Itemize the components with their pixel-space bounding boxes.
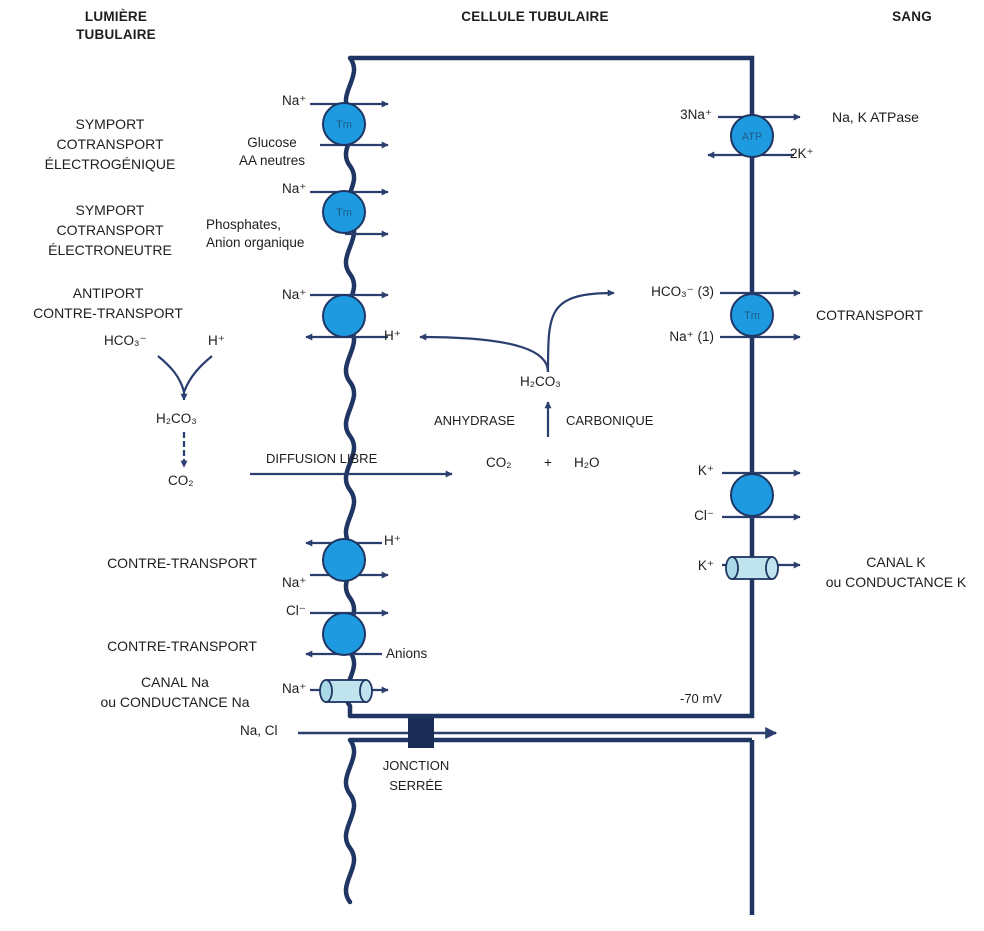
ion-na-3: Na⁺ [282, 286, 306, 304]
arrow-h2co3-to-h [420, 337, 548, 372]
ion-hco3-blood: HCO₃⁻ (3) [614, 283, 714, 301]
label-canal-na: CANAL Na ou CONDUCTANCE Na [70, 672, 280, 712]
chem-h2co3-lumen: H₂CO₃ [156, 410, 197, 428]
transporter-antiport [323, 295, 365, 337]
voltage-label: -70 mV [680, 690, 722, 708]
chem-plus: + [544, 454, 552, 472]
chem-hco3-lumen: HCO₃⁻ [104, 332, 147, 350]
tm-label-1: Tm [336, 119, 352, 131]
ion-na-2: Na⁺ [282, 180, 306, 198]
header-blood: SANG [872, 8, 952, 26]
ion-h-ct: H⁺ [384, 532, 401, 550]
label-canal-k: CANAL K ou CONDUCTANCE K [810, 552, 982, 592]
chem-h2o: H₂O [574, 454, 600, 472]
arrow-hco3-h-merge [158, 356, 212, 400]
label-tight-junction: JONCTION SERRÉE [354, 756, 478, 796]
ion-2k: 2K⁺ [790, 145, 814, 163]
chem-h-lumen: H⁺ [208, 332, 225, 350]
arrow-h2co3-to-hco3 [548, 293, 614, 372]
label-diffusion: DIFFUSION LIBRE [266, 450, 377, 468]
channel-na [320, 680, 372, 702]
label-antiport: ANTIPORT CONTRE-TRANSPORT [4, 283, 212, 323]
ion-cl-ct: Cl⁻ [286, 602, 306, 620]
header-lumen: LUMIÈRE TUBULAIRE [64, 8, 168, 44]
chem-co2-cell: CO₂ [486, 454, 512, 472]
chem-h2co3-cell: H₂CO₃ [520, 373, 561, 391]
chem-anhydrase-left: ANHYDRASE [434, 412, 515, 430]
ion-na-ct: Na⁺ [282, 574, 306, 592]
label-symport-electrogenic: SYMPORT COTRANSPORT ÉLECTROGÉNIQUE [20, 114, 200, 174]
atp-label: ATP [742, 131, 763, 143]
ion-3na: 3Na⁺ [652, 106, 712, 124]
ion-nacl-paracell: Na, Cl [240, 722, 278, 740]
ion-glucose: Glucose AA neutres [220, 134, 324, 170]
transporter-contre-transport-1 [323, 539, 365, 581]
header-cell: CELLULE TUBULAIRE [450, 8, 620, 26]
ion-k-kcc: K⁺ [670, 462, 714, 480]
label-pump: Na, K ATPase [832, 108, 919, 126]
transporter-kcl [731, 474, 773, 516]
apical-membrane-lower [346, 740, 354, 902]
ion-na-channel: Na⁺ [282, 680, 306, 698]
ion-k-channel: K⁺ [670, 557, 714, 575]
tight-junction [408, 718, 434, 748]
label-contre-transport-2: CONTRE-TRANSPORT [78, 636, 286, 656]
transporter-contre-transport-2 [323, 613, 365, 655]
chem-co2-lumen: CO₂ [168, 472, 194, 490]
label-symport-electroneutral: SYMPORT COTRANSPORT ÉLECTRONEUTRE [20, 200, 200, 260]
ion-anions: Anions [386, 645, 427, 663]
tm-label-2: Tm [336, 207, 352, 219]
ion-na-blood: Na⁺ (1) [640, 328, 714, 346]
ion-na-1: Na⁺ [282, 92, 306, 110]
label-contre-transport-1: CONTRE-TRANSPORT [78, 553, 286, 573]
tm-label-3: Tm [744, 310, 760, 322]
ion-phosphates: Phosphates, Anion organique [206, 216, 304, 252]
channel-k [726, 557, 778, 579]
ion-cl-kcc: Cl⁻ [670, 507, 714, 525]
chem-anhydrase-right: CARBONIQUE [566, 412, 653, 430]
label-cotransport: COTRANSPORT [816, 306, 923, 324]
ion-h-out: H⁺ [384, 327, 401, 345]
